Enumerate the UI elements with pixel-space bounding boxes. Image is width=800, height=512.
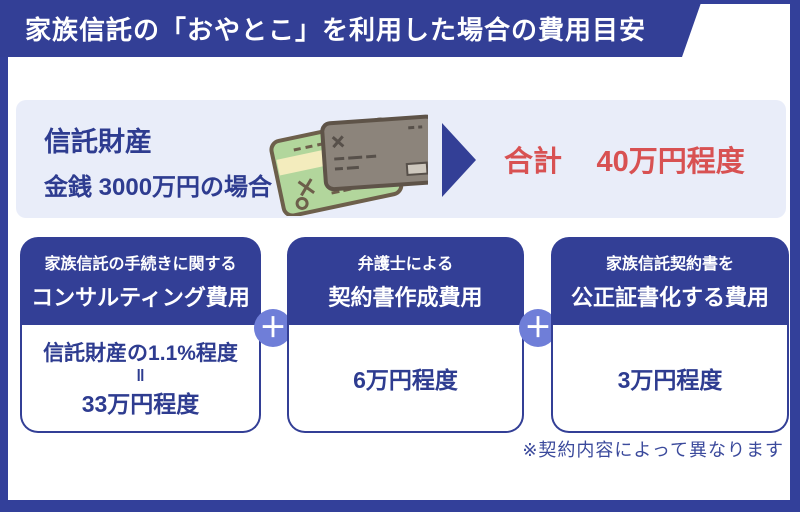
asset-label: 信託財産 — [44, 127, 152, 157]
footnote: ※契約内容によって異なります — [522, 440, 784, 460]
cost-column-contract-drafting: 弁護士による 契約書作成費用 6万円程度 — [287, 237, 524, 433]
column-body-value: 33万円程度 — [81, 391, 200, 418]
total-label: 合計 — [504, 146, 563, 178]
column-header-line2: 公正証書化する費用 — [570, 285, 769, 310]
page-title: 家族信託の「おやとこ」を利用した場合の費用目安 — [25, 15, 647, 45]
asset-detail: 金銭 3000万円の場合 — [44, 174, 273, 201]
cost-column-notarization: 家族信託契約書を 公正証書化する費用 3万円程度 — [551, 237, 789, 433]
credit-cards-illustration — [269, 114, 428, 216]
equals-icon: ‖ — [136, 365, 145, 385]
trust-asset-block: 信託財産 金銭 3000万円の場合 — [44, 120, 272, 202]
column-header-line2: コンサルティング費用 — [31, 285, 250, 310]
plus-icon: ＋ — [254, 309, 292, 347]
column-header-line1: 家族信託契約書を — [605, 256, 734, 273]
column-body-value: 6万円程度 — [353, 367, 458, 393]
total-cost-block: 合計 40万円程度 — [504, 138, 745, 180]
column-header-line2: 契約書作成費用 — [328, 285, 483, 310]
total-value: 40万円程度 — [596, 146, 745, 178]
column-body: 3万円程度 — [551, 325, 789, 433]
column-body: 信託財産の1.1%程度 ‖ 33万円程度 — [20, 325, 261, 433]
column-body: 6万円程度 — [287, 325, 524, 433]
column-header: 家族信託契約書を 公正証書化する費用 — [551, 237, 789, 325]
summary-panel: 信託財産 金銭 3000万円の場合 — [16, 100, 786, 218]
right-arrow-icon — [442, 123, 476, 197]
column-body-value: 3万円程度 — [617, 367, 723, 393]
cost-column-consulting: 家族信託の手続きに関する コンサルティング費用 信託財産の1.1%程度 ‖ 33… — [20, 237, 261, 433]
column-body-formula: 信託財産の1.1%程度 — [43, 341, 238, 365]
column-header-line1: 家族信託の手続きに関する — [44, 256, 237, 273]
plus-icon: ＋ — [519, 309, 557, 347]
column-header-line1: 弁護士による — [357, 256, 454, 273]
title-bar: 家族信託の「おやとこ」を利用した場合の費用目安 — [0, 0, 702, 57]
plus-symbol: ＋ — [524, 312, 552, 343]
column-header: 弁護士による 契約書作成費用 — [287, 237, 524, 325]
column-header: 家族信託の手続きに関する コンサルティング費用 — [20, 237, 261, 325]
plus-symbol: ＋ — [259, 312, 287, 343]
content-area: 家族信託の「おやとこ」を利用した場合の費用目安 信託財産 金銭 3000万円の場… — [8, 4, 790, 500]
